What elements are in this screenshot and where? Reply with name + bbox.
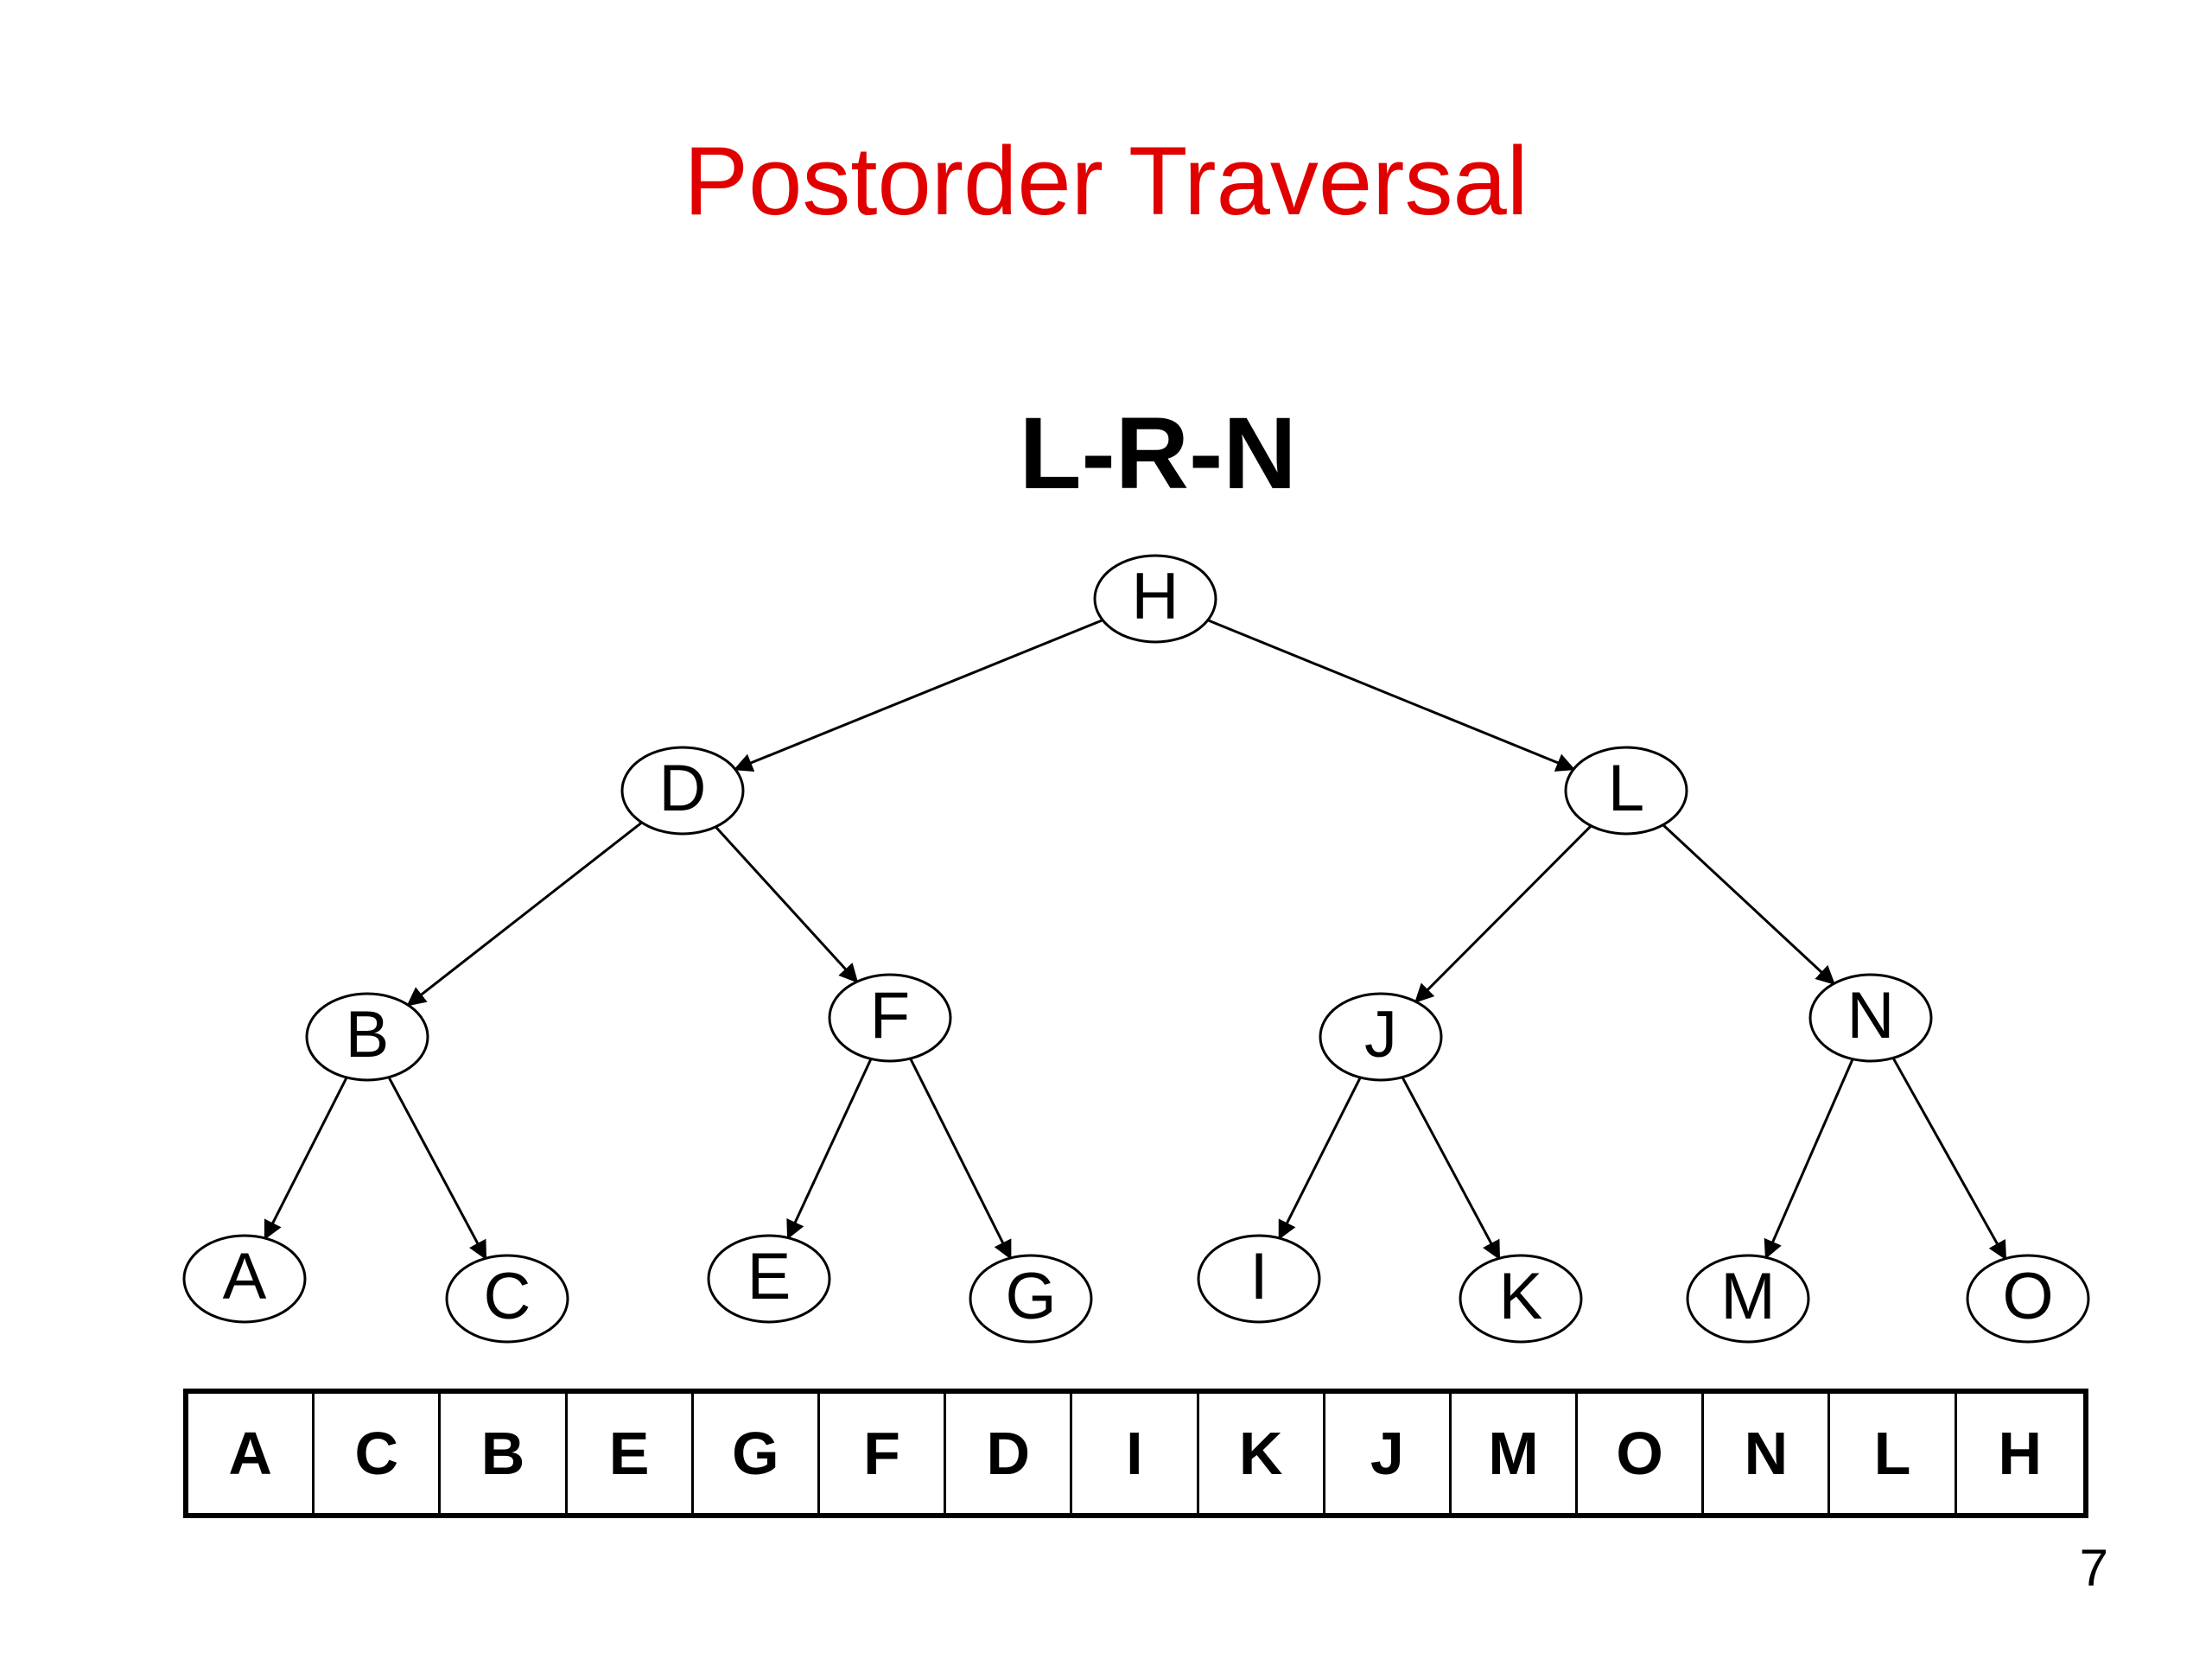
tree-node-g: G <box>969 1254 1093 1344</box>
tree-node-d: D <box>620 746 745 836</box>
edge-h-l <box>1207 619 1576 772</box>
node-ellipse <box>828 973 952 1063</box>
sequence-cell: A <box>188 1394 315 1513</box>
tree-node-j: J <box>1319 992 1443 1082</box>
sequence-cell: C <box>315 1394 442 1513</box>
tree-node-a: A <box>182 1234 307 1324</box>
edge-d-b <box>406 821 643 1007</box>
edge-l-j <box>1414 824 1592 1003</box>
sequence-cell: J <box>1325 1394 1452 1513</box>
node-ellipse <box>1459 1254 1583 1344</box>
tree-node-k: K <box>1459 1254 1583 1344</box>
sequence-cell: I <box>1072 1394 1199 1513</box>
tree-node-b: B <box>305 992 429 1082</box>
sequence-cell: E <box>568 1394 694 1513</box>
node-ellipse <box>620 746 745 836</box>
node-ellipse <box>1966 1254 2090 1344</box>
node-ellipse <box>182 1234 307 1324</box>
node-ellipse <box>1686 1254 1810 1344</box>
traversal-order-label: L-R-N <box>1019 397 1297 511</box>
node-label: O <box>2002 1260 2053 1333</box>
node-label: I <box>1249 1240 1268 1313</box>
node-ellipse <box>707 1234 831 1324</box>
node-label: M <box>1720 1260 1775 1333</box>
slide-title: Postorder Traversal <box>683 127 1529 235</box>
node-ellipse <box>1808 973 1933 1063</box>
edge-l-n <box>1662 823 1835 985</box>
node-ellipse <box>969 1254 1093 1344</box>
node-label: C <box>484 1260 531 1333</box>
sequence-cell: M <box>1452 1394 1579 1513</box>
node-ellipse <box>305 992 429 1082</box>
sequence-cell: O <box>1578 1394 1705 1513</box>
node-label: B <box>346 998 390 1071</box>
tree-node-n: N <box>1808 973 1933 1063</box>
edge-j-k <box>1401 1077 1501 1261</box>
tree-node-c: C <box>445 1254 569 1344</box>
tree-node-o: O <box>1966 1254 2090 1344</box>
tree-node-l: L <box>1564 746 1688 836</box>
node-ellipse <box>1564 746 1688 836</box>
sequence-cell: D <box>946 1394 1073 1513</box>
tree-edges <box>264 619 2007 1261</box>
node-label: N <box>1847 979 1895 1052</box>
tree-node-m: M <box>1686 1254 1810 1344</box>
edge-f-e <box>786 1058 873 1240</box>
edge-n-m <box>1764 1058 1854 1260</box>
tree-node-f: F <box>828 973 952 1063</box>
edge-j-i <box>1278 1077 1362 1240</box>
edge-d-f <box>715 825 859 983</box>
node-ellipse <box>445 1254 569 1344</box>
edge-h-d <box>733 619 1103 772</box>
edge-n-o <box>1891 1057 2007 1261</box>
sequence-cell: N <box>1704 1394 1831 1513</box>
node-label: K <box>1499 1260 1543 1333</box>
node-label: J <box>1364 998 1397 1071</box>
edge-f-g <box>909 1058 1012 1260</box>
edge-b-c <box>387 1077 487 1261</box>
sequence-cell: H <box>1998 1420 2042 1487</box>
node-ellipse <box>1319 992 1443 1082</box>
node-label: A <box>223 1240 267 1313</box>
tree-nodes: H D L B F J N A C E G I K M O <box>182 554 2090 1344</box>
edge-b-a <box>264 1077 348 1240</box>
node-label: D <box>659 752 707 825</box>
node-label: H <box>1132 560 1179 633</box>
sequence-cell: K <box>1199 1394 1325 1513</box>
sequence-cell: B <box>441 1394 568 1513</box>
sequence-cell: G <box>694 1394 820 1513</box>
node-label: G <box>1005 1260 1056 1333</box>
node-ellipse <box>1197 1234 1321 1324</box>
node-label: E <box>747 1240 791 1313</box>
tree-node-e: E <box>707 1234 831 1324</box>
sequence-cell: F <box>820 1394 947 1513</box>
tree-node-i: I <box>1197 1234 1321 1324</box>
node-label: F <box>870 979 910 1052</box>
sequence-cell: L <box>1830 1394 1957 1513</box>
tree-node-h: H <box>1093 554 1217 644</box>
node-label: L <box>1608 752 1644 825</box>
node-ellipse <box>1093 554 1217 644</box>
page-number: 7 <box>2079 1539 2108 1597</box>
